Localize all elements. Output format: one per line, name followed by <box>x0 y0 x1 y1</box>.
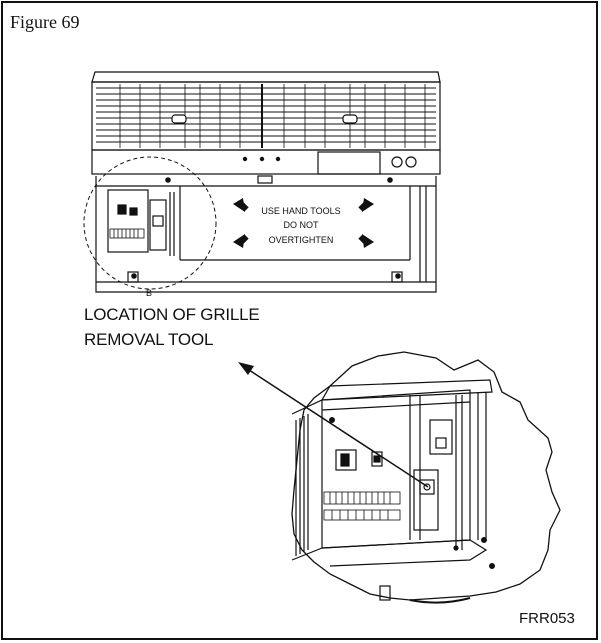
warning-line-2: DO NOT <box>284 220 320 230</box>
warning-line-1: USE HAND TOOLS <box>261 206 340 216</box>
bracket <box>149 199 167 251</box>
grille-removal-tool <box>152 215 164 227</box>
terminal-block <box>323 491 401 521</box>
lower-chassis <box>95 176 437 293</box>
callout-line-2: REMOVAL TOOL <box>84 330 214 349</box>
detail-circle <box>83 156 217 290</box>
unit-front-view <box>83 71 441 293</box>
detail-marker: B <box>146 288 152 298</box>
foot <box>127 271 139 283</box>
warning-line-3: OVERTIGHTEN <box>269 235 334 245</box>
grille-removal-tool-detail <box>419 479 435 495</box>
reference-code: FRR053 <box>519 610 575 627</box>
mount-plate <box>429 419 453 455</box>
display-window <box>317 151 381 175</box>
terminal-strip <box>109 228 145 239</box>
warning-arrows <box>233 198 374 248</box>
control-panel <box>91 149 441 175</box>
vane-knob <box>171 114 187 124</box>
relay <box>335 449 357 471</box>
latch-tab <box>257 175 273 184</box>
detail-panel <box>321 389 471 549</box>
unit-top-edge <box>91 71 441 83</box>
callout-line-1: LOCATION OF GRILLE <box>84 305 260 324</box>
foot <box>391 271 403 283</box>
detail-base <box>321 539 488 567</box>
arrowhead-icon <box>238 362 254 375</box>
grille-louvers <box>96 87 436 143</box>
grille-vanes <box>119 84 426 148</box>
callout-label: LOCATION OF GRILLE REMOVAL TOOL <box>84 302 260 352</box>
figure-title: Figure 69 <box>10 12 80 32</box>
control-knob <box>391 156 403 168</box>
air-grille <box>91 81 441 151</box>
detail-top-edge <box>320 379 493 401</box>
foot <box>379 585 391 601</box>
tool-bracket <box>413 469 439 531</box>
detail-view <box>291 351 561 604</box>
control-knob <box>405 156 417 168</box>
detail-cutout <box>291 351 561 601</box>
connector <box>371 451 383 467</box>
leader-arrow <box>238 362 429 488</box>
vane-knob <box>342 114 358 124</box>
electrical-box <box>107 189 149 253</box>
